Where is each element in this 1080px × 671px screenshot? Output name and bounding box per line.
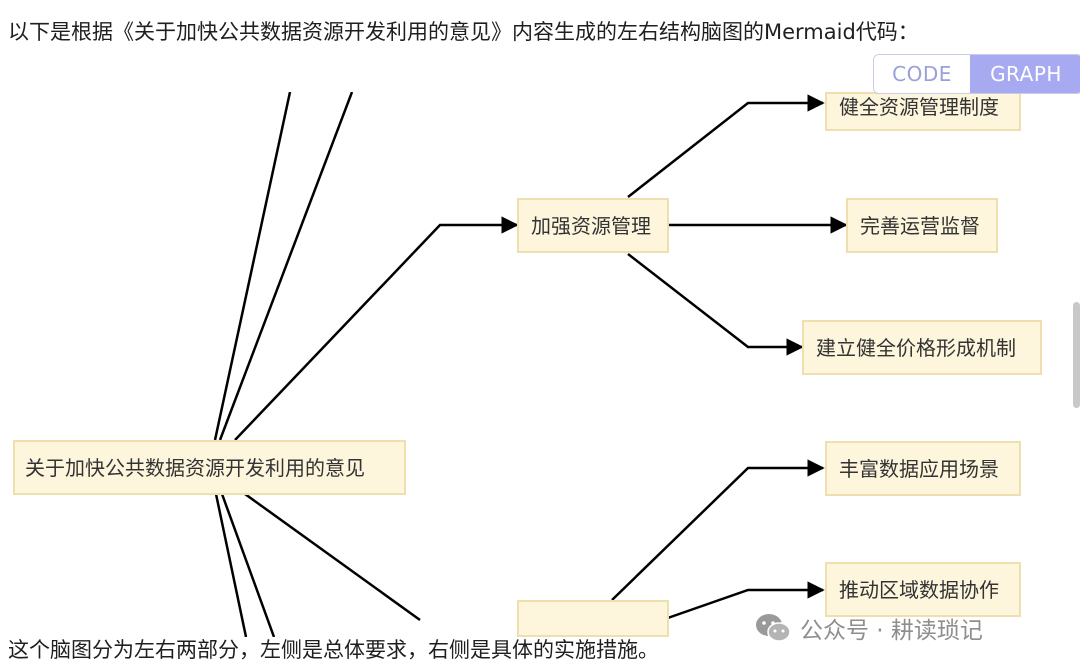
footer-text: 这个脑图分为左右两部分，左侧是总体要求，右侧是具体的实施措施。: [8, 638, 659, 662]
view-toggle: CODE GRAPH: [873, 54, 1080, 94]
node-strengthen-resource-management: 加强资源管理: [517, 198, 669, 253]
scrollbar-thumb[interactable]: [1073, 302, 1080, 408]
node-pricing-mechanism: 建立健全价格形成机制: [802, 320, 1042, 375]
edge-root-to-branch-2: [244, 492, 421, 622]
edge-root-to-offscreen-1: [213, 92, 292, 441]
edge-branch-2-child-2: [661, 581, 825, 622]
node-branch-2: [517, 600, 669, 637]
watermark-text: 公众号 · 耕读琐记: [800, 618, 983, 644]
edge-root-to-offscreen-4: [220, 493, 276, 637]
edge-root-to-branch-1: [234, 216, 519, 441]
node-data-application-scenarios: 丰富数据应用场景: [825, 441, 1021, 496]
edge-branch-1-child-1: [627, 94, 825, 198]
edge-branch-1-child-3: [627, 253, 804, 356]
node-regional-data-collaboration: 推动区域数据协作: [825, 562, 1021, 617]
mindmap-edges: [213, 92, 848, 637]
graph-tab[interactable]: GRAPH: [970, 55, 1080, 93]
node-resource-management-system: 健全资源管理制度: [825, 92, 1021, 131]
edge-root-to-offscreen-2: [218, 92, 354, 441]
node-root: 关于加快公共数据资源开发利用的意见: [13, 440, 406, 495]
edge-branch-2-child-1: [611, 459, 825, 601]
intro-text: 以下是根据《关于加快公共数据资源开发利用的意见》内容生成的左右结构脑图的Merm…: [8, 20, 919, 44]
node-operation-supervision: 完善运营监督: [846, 198, 998, 253]
edge-root-to-offscreen-3: [214, 493, 248, 637]
watermark: 公众号 · 耕读琐记: [754, 610, 983, 646]
code-tab[interactable]: CODE: [874, 55, 970, 93]
wechat-icon: [756, 614, 791, 642]
mindmap-diagram: [0, 92, 1080, 637]
